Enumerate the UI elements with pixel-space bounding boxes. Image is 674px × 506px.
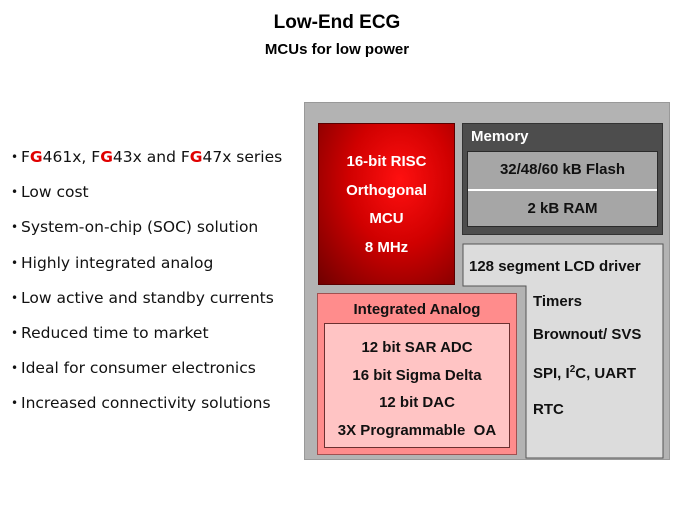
analog-item: 3X Programmable OA <box>337 421 497 439</box>
bullet-icon: • <box>11 150 19 164</box>
bullet-icon: • <box>11 325 19 340</box>
divider <box>468 189 657 191</box>
mcu-line: 8 MHz <box>364 238 409 256</box>
feature-list: •FG461x, FG43x and FG47x series •Low cos… <box>11 146 282 428</box>
list-item: •FG461x, FG43x and FG47x series <box>11 146 282 181</box>
text: Ideal for consumer electronics <box>21 359 256 378</box>
analog-item: 16 bit Sigma Delta <box>352 366 482 384</box>
text: Highly integrated analog <box>21 253 214 272</box>
text: Increased connectivity solutions <box>21 394 271 413</box>
analog-item: 12 bit SAR ADC <box>361 339 473 356</box>
text: 43x and F <box>112 148 190 166</box>
brownout-label: Brownout/ SVS <box>533 326 642 343</box>
list-item: •Low active and standby currents <box>11 287 282 322</box>
list-item: •System-on-chip (SOC) solution <box>11 216 282 251</box>
rtc-label: RTC <box>533 401 564 418</box>
text: System-on-chip (SOC) solution <box>21 218 259 237</box>
bullet-icon: • <box>11 220 19 235</box>
text: 2 <box>569 364 576 375</box>
bullet-icon: • <box>11 290 19 305</box>
highlight: G <box>100 148 113 166</box>
analog-label: Integrated Analog <box>353 301 481 318</box>
timers-label: Timers <box>533 293 582 310</box>
memory-inner: 32/48/60 kB Flash 2 kB RAM <box>467 151 658 227</box>
text: 461x, F <box>42 148 101 166</box>
serial-label: SPI, I2C, UART <box>533 364 636 382</box>
bullet-icon: • <box>11 361 19 376</box>
bullet-icon: • <box>11 255 19 270</box>
analog-item: 12 bit DAC <box>379 394 455 411</box>
bullet-icon: • <box>11 396 19 411</box>
memory-block: Memory 32/48/60 kB Flash 2 kB RAM <box>462 123 663 235</box>
list-item: •Highly integrated analog <box>11 252 282 287</box>
flash-label: 32/48/60 kB Flash <box>499 161 626 178</box>
analog-block: Integrated Analog 12 bit SAR ADC 16 bit … <box>317 293 517 455</box>
highlight: G <box>29 148 43 166</box>
list-item: •Increased connectivity solutions <box>11 392 282 427</box>
mcu-line: Orthogonal <box>346 181 427 199</box>
lcd-driver-label: 128 segment LCD driver <box>469 258 641 275</box>
list-item: •Ideal for consumer electronics <box>11 357 282 392</box>
text: Reduced time to market <box>21 323 209 342</box>
mcu-line: 16-bit RISC <box>346 153 427 170</box>
text: SPI, I <box>533 365 570 382</box>
list-item: •Reduced time to market <box>11 322 282 357</box>
mcu-line: MCU <box>369 210 404 227</box>
text: F <box>21 148 30 166</box>
text: 47x series <box>202 148 283 166</box>
slide-subtitle: MCUs for low power <box>264 41 410 58</box>
bullet-icon: • <box>11 185 19 200</box>
text: Low active and standby currents <box>21 288 274 307</box>
text: Low cost <box>21 183 89 202</box>
slide-title: Low-End ECG <box>273 12 401 33</box>
list-item: •Low cost <box>11 181 282 216</box>
text: C, UART <box>575 365 637 382</box>
memory-label: Memory <box>471 128 529 145</box>
ram-label: 2 kB RAM <box>527 200 598 217</box>
highlight: G <box>189 148 203 166</box>
analog-inner: 12 bit SAR ADC 16 bit Sigma Delta 12 bit… <box>324 323 510 448</box>
mcu-block: 16-bit RISC Orthogonal MCU 8 MHz <box>318 123 455 285</box>
